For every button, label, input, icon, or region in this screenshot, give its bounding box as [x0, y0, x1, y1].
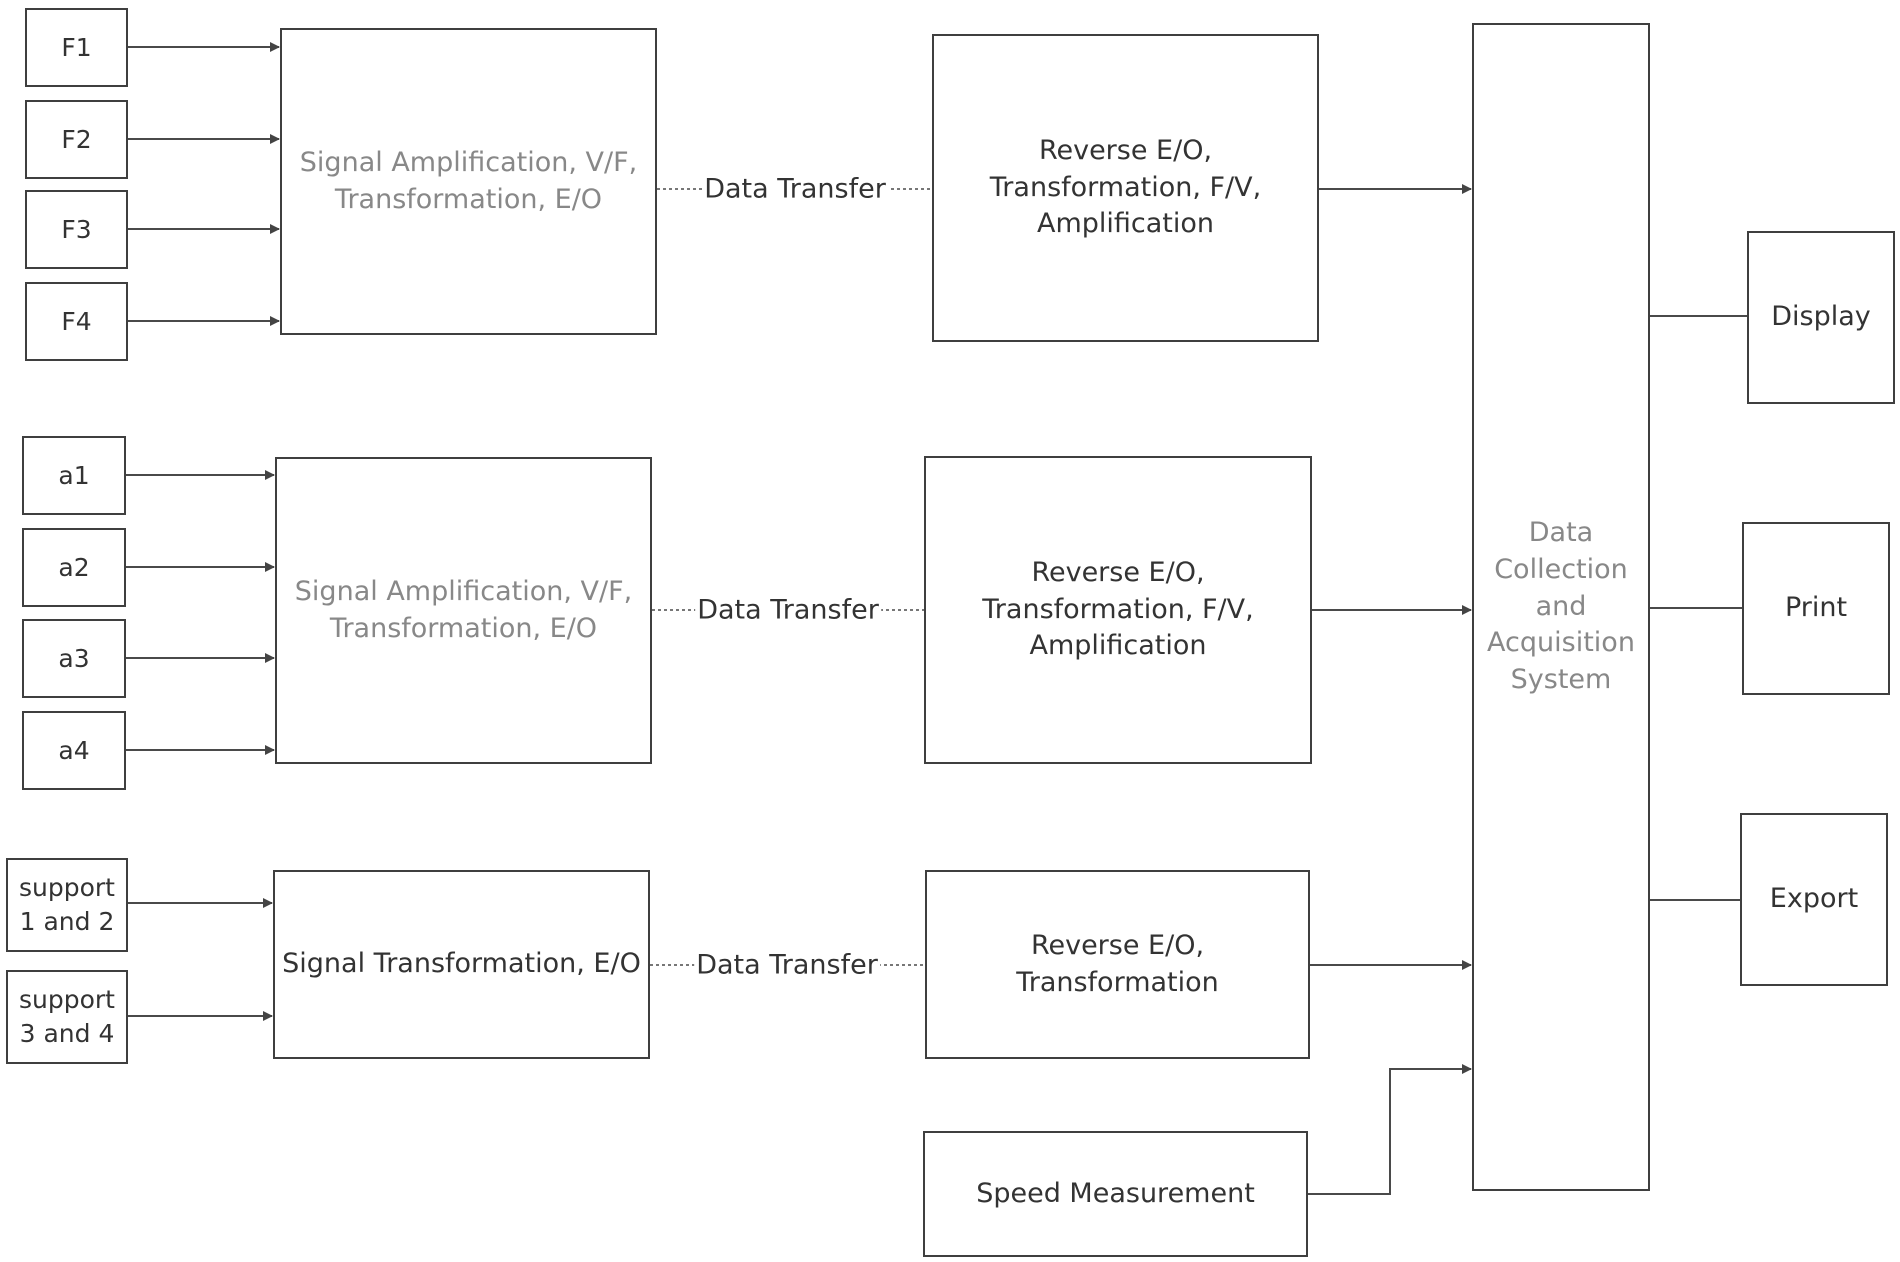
transmitter-block-2: Signal Amplification, V/F, Transformatio…: [275, 457, 652, 764]
input-f2: F2: [25, 100, 128, 179]
speed-measurement-block: Speed Measurement: [923, 1131, 1308, 1257]
input-a3: a3: [22, 619, 126, 698]
input-f1: F1: [25, 8, 128, 87]
receiver-block-1: Reverse E/O, Transformation, F/V, Amplif…: [932, 34, 1319, 342]
input-f4: F4: [25, 282, 128, 361]
input-a1: a1: [22, 436, 126, 515]
output-export: Export: [1740, 813, 1888, 986]
data-transfer-label-3: Data Transfer: [694, 949, 880, 981]
input-a4: a4: [22, 711, 126, 790]
input-support-1-2: support 1 and 2: [6, 858, 128, 952]
input-a2: a2: [22, 528, 126, 607]
data-acquisition-system-block: Data Collection and Acquisition System: [1472, 23, 1650, 1191]
transmitter-block-3: Signal Transformation, E/O: [273, 870, 650, 1059]
input-f3: F3: [25, 190, 128, 269]
transmitter-block-1: Signal Amplification, V/F, Transformatio…: [280, 28, 657, 335]
output-print: Print: [1742, 522, 1890, 695]
data-transfer-label-2: Data Transfer: [695, 594, 881, 626]
receiver-block-2: Reverse E/O, Transformation, F/V, Amplif…: [924, 456, 1312, 764]
receiver-block-3: Reverse E/O, Transformation: [925, 870, 1310, 1059]
arrow-speed-measurement: [1308, 1064, 1472, 1195]
input-support-3-4: support 3 and 4: [6, 970, 128, 1064]
output-display: Display: [1747, 231, 1895, 404]
data-transfer-label-1: Data Transfer: [702, 173, 888, 205]
